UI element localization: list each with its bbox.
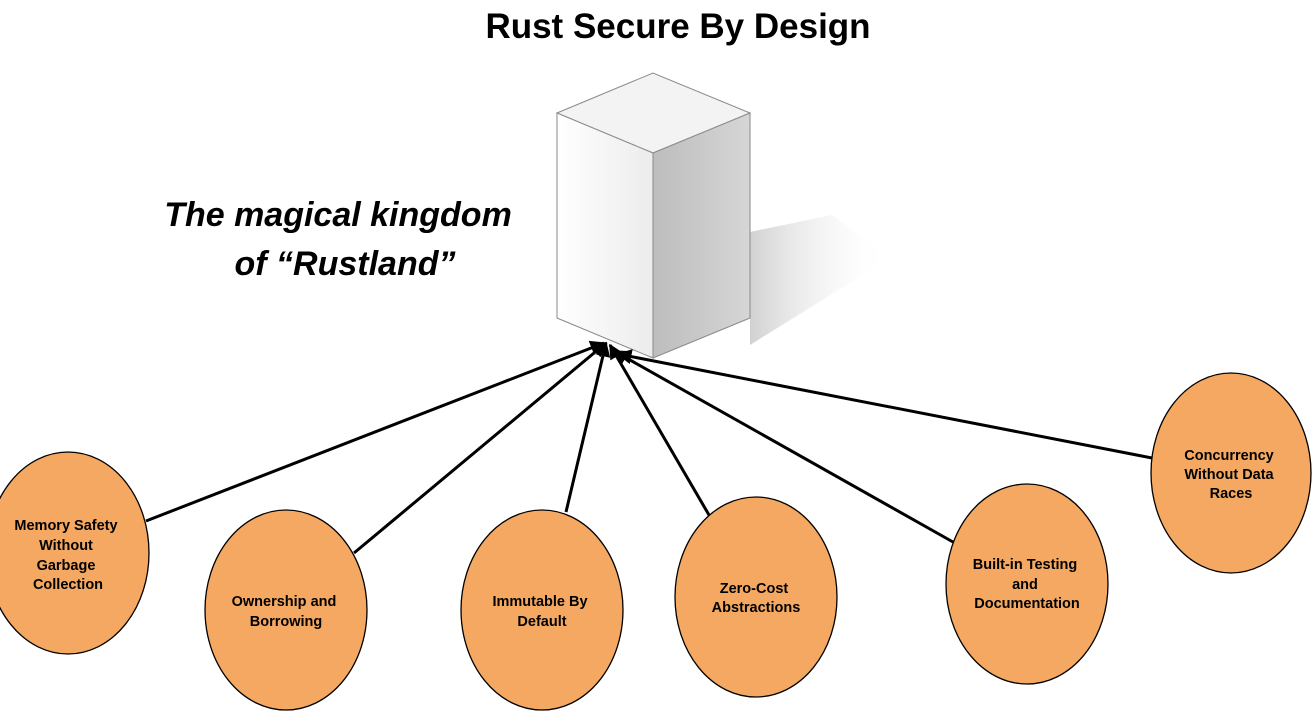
node-ellipse: [674, 496, 838, 698]
subtitle-line-1: The magical kingdom: [164, 196, 512, 234]
node-ellipse: [1150, 372, 1312, 574]
node-ellipse: [945, 483, 1109, 685]
node-ellipse: [0, 451, 150, 655]
node-label: Zero-Cost Abstractions: [712, 581, 801, 616]
node-label: Built-in Testing and Documentation: [973, 557, 1081, 612]
arrow-immutable: [564, 341, 611, 513]
box-front-face: [556, 112, 654, 359]
arrow-memory-safety: [145, 340, 606, 523]
castle-box: [555, 72, 890, 359]
box-side-face: [652, 112, 751, 359]
node-concurrency: Concurrency Without Data Races: [1150, 372, 1312, 574]
node-ownership: Ownership and Borrowing: [204, 509, 368, 711]
node-label: Immutable By Default: [492, 594, 591, 630]
arrows: [145, 340, 1153, 555]
node-zero-cost: Zero-Cost Abstractions: [674, 496, 838, 698]
node-memory-safety: Memory Safety Without Garbage Collection: [0, 451, 150, 655]
node-label: Ownership and Borrowing: [232, 594, 341, 630]
node-label: Memory Safety Without Garbage Collection: [14, 518, 121, 593]
node-testing: Built-in Testing and Documentation: [945, 483, 1109, 685]
arrow-testing: [612, 349, 954, 544]
box-shadow: [750, 215, 890, 345]
subtitle-line-2: of “Rustland”: [235, 245, 456, 283]
subtitle: The magical kingdom of “Rustland”: [164, 196, 512, 283]
arrow-ownership: [353, 341, 608, 555]
node-ellipse: [460, 509, 624, 711]
node-ellipse: [204, 509, 368, 711]
node-label: Concurrency Without Data Races: [1184, 448, 1277, 502]
arrow-concurrency: [616, 349, 1153, 460]
node-immutable: Immutable By Default: [460, 509, 624, 711]
diagram-title: Rust Secure By Design: [485, 7, 870, 46]
arrow-zero-cost: [608, 343, 711, 516]
